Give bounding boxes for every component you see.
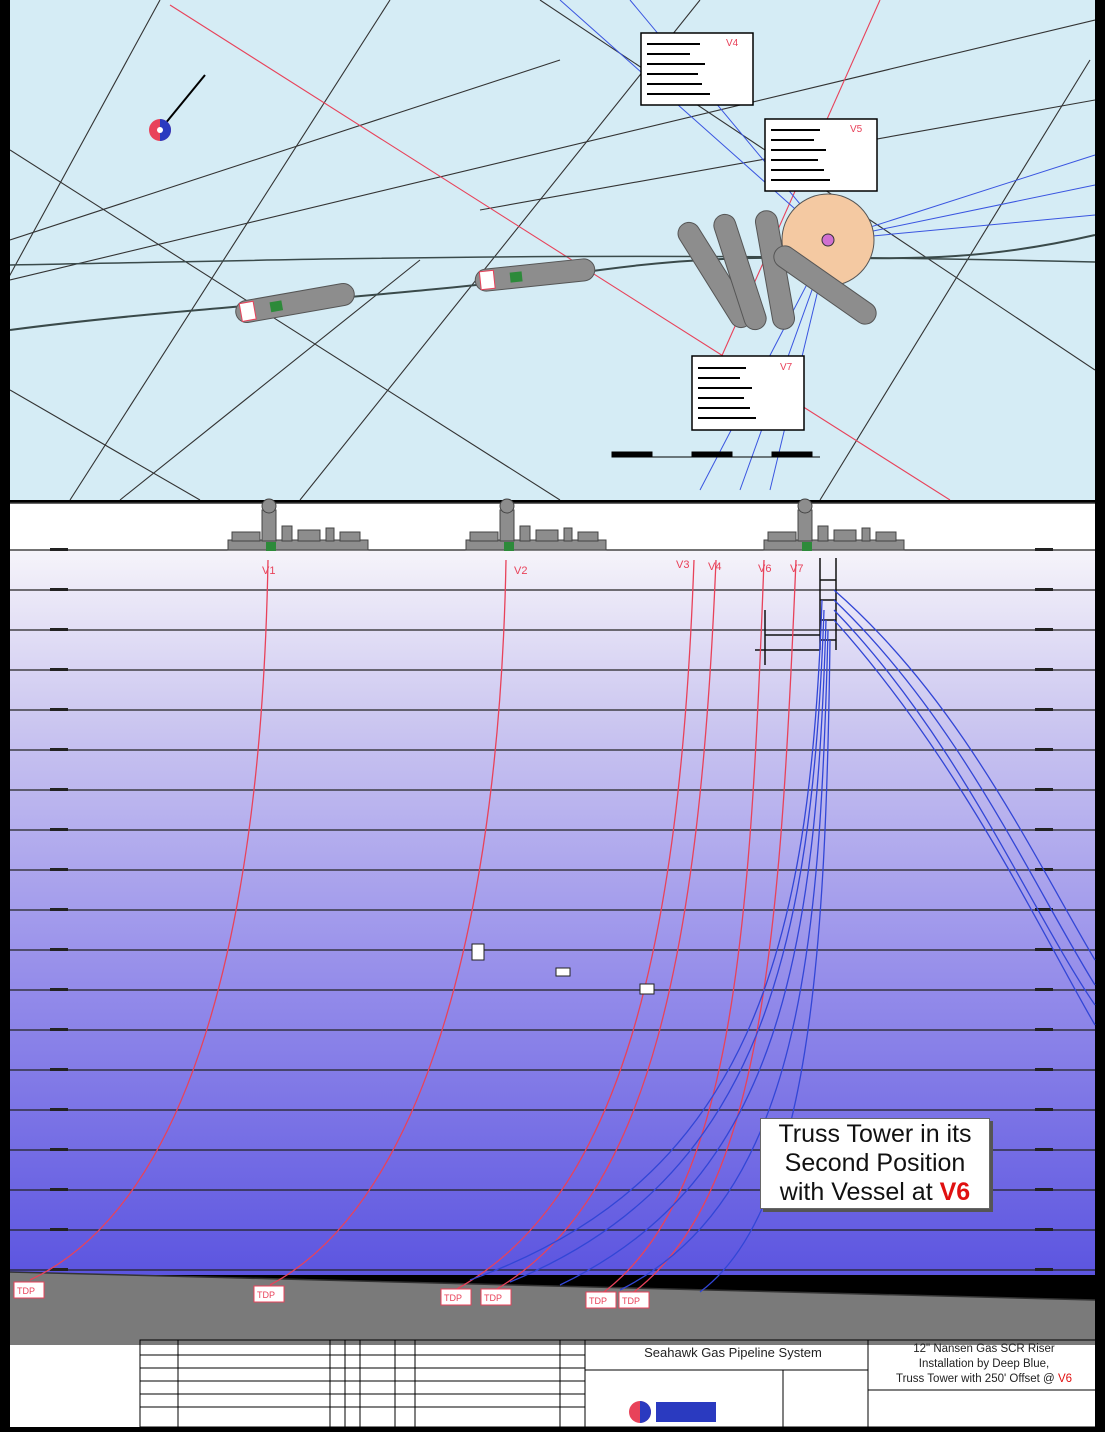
callout-line-3-prefix: with Vessel at bbox=[779, 1178, 940, 1206]
vessel-info-box-v7: V7 bbox=[691, 355, 805, 431]
depth-ticks bbox=[50, 548, 1053, 1313]
callout-line-1: Truss Tower in its bbox=[778, 1120, 972, 1148]
vessel-info-box-v5: V5 bbox=[764, 118, 878, 192]
grid-lines bbox=[10, 0, 1095, 500]
riser-catenaries-blue bbox=[469, 589, 1096, 1293]
project-name: Seahawk Gas Pipeline System bbox=[644, 1345, 822, 1360]
callout-label-v4: V4 bbox=[726, 38, 739, 49]
pipeline-route bbox=[9, 234, 1096, 331]
plan-view: V4 V5 V7 bbox=[9, 0, 1096, 500]
drawing-title-line-3: Truss Tower with 250' Offset @ V6 bbox=[868, 1372, 1100, 1387]
tdp-label-4: TDP bbox=[484, 1293, 502, 1303]
elev-label-v1: V1 bbox=[262, 565, 275, 577]
drawing-title: 12" Nansen Gas SCR Riser Installation by… bbox=[868, 1342, 1100, 1387]
vessel-info-box-v4: V4 bbox=[640, 32, 754, 106]
riser-markers bbox=[471, 943, 655, 995]
vessel-plan-v1 bbox=[233, 281, 357, 325]
callout-line-3: with Vessel at V6 bbox=[761, 1178, 989, 1207]
tdp-label-2: TDP bbox=[257, 1290, 275, 1300]
drawing-title-line-3-prefix: Truss Tower with 250' Offset @ bbox=[895, 1373, 1058, 1385]
elev-label-v7: V7 bbox=[790, 563, 803, 575]
status-callout: Truss Tower in its Second Position with … bbox=[760, 1118, 990, 1209]
elev-label-v6: V6 bbox=[758, 563, 771, 575]
drawing-title-highlight: V6 bbox=[1057, 1373, 1073, 1385]
drawing-title-line-1: 12" Nansen Gas SCR Riser bbox=[913, 1343, 1055, 1355]
callout-line-2: Second Position bbox=[784, 1149, 966, 1177]
callout-label-v7: V7 bbox=[780, 362, 793, 373]
title-block bbox=[10, 1339, 1101, 1428]
scale-bar bbox=[611, 451, 820, 458]
tdp-label-1: TDP bbox=[17, 1286, 35, 1296]
drawing-title-line-2: Installation by Deep Blue, bbox=[918, 1358, 1050, 1370]
north-arrow-icon bbox=[149, 74, 206, 141]
depth-lines bbox=[10, 549, 1095, 1271]
company-logo-icon bbox=[629, 1401, 716, 1423]
elevation-view: V1 V2 V3 V4 V6 V7 TDP TDP TDP TDP TDP TD… bbox=[9, 498, 1096, 1345]
tdp-label-6: TDP bbox=[622, 1296, 640, 1306]
callout-label-v5: V5 bbox=[850, 124, 863, 135]
elev-label-v2: V2 bbox=[514, 565, 527, 577]
callout-vessel-highlight: V6 bbox=[939, 1178, 971, 1206]
tdp-label-5: TDP bbox=[589, 1296, 607, 1306]
tdp-label-3: TDP bbox=[444, 1293, 462, 1303]
elev-label-v3: V3 bbox=[676, 559, 689, 571]
elev-label-v4: V4 bbox=[708, 561, 721, 573]
vessel-plan-v2 bbox=[473, 257, 597, 293]
